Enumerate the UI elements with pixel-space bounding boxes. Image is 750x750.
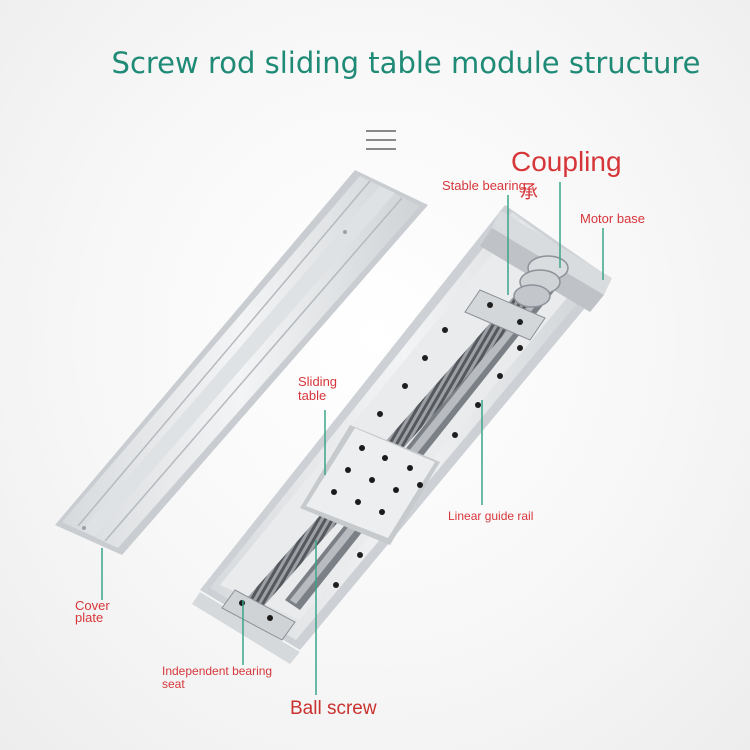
label-cover-plate-line1: Cover <box>75 598 110 613</box>
label-independent-bearing-line2: seat <box>162 676 185 691</box>
label-cover-plate-line2: plate <box>75 609 104 625</box>
stable-bearing-block <box>464 289 546 341</box>
cover-plate <box>55 170 428 555</box>
label-sliding-table-line2: table <box>298 387 327 403</box>
label-coupling: Coupling <box>511 146 622 177</box>
label-ball-screw: Ball screw <box>290 698 377 719</box>
independent-bearing-seat <box>192 589 300 664</box>
label-independent-bearing-seat: Independent bearing seat <box>162 665 272 690</box>
label-stable-bearing: Stable bearing <box>442 178 526 193</box>
sliding-table <box>300 425 440 545</box>
label-linear-guide-rail: Linear guide rail <box>448 509 534 523</box>
coupling <box>513 255 569 308</box>
label-independent-bearing-line1: Independent bearing <box>162 664 273 678</box>
label-sliding-table: Sliding table <box>298 375 337 402</box>
label-cover-plate: Cover plate <box>75 599 110 624</box>
label-sliding-table-line1: Sliding <box>298 374 338 389</box>
hamburger-menu-icon[interactable] <box>366 130 396 152</box>
leader-lines <box>101 182 604 695</box>
label-motor-base: Motor base <box>580 211 646 226</box>
page-title: Screw rod sliding table module structure <box>111 46 701 80</box>
label-stable-bearing-glyph: 承 <box>520 182 538 203</box>
